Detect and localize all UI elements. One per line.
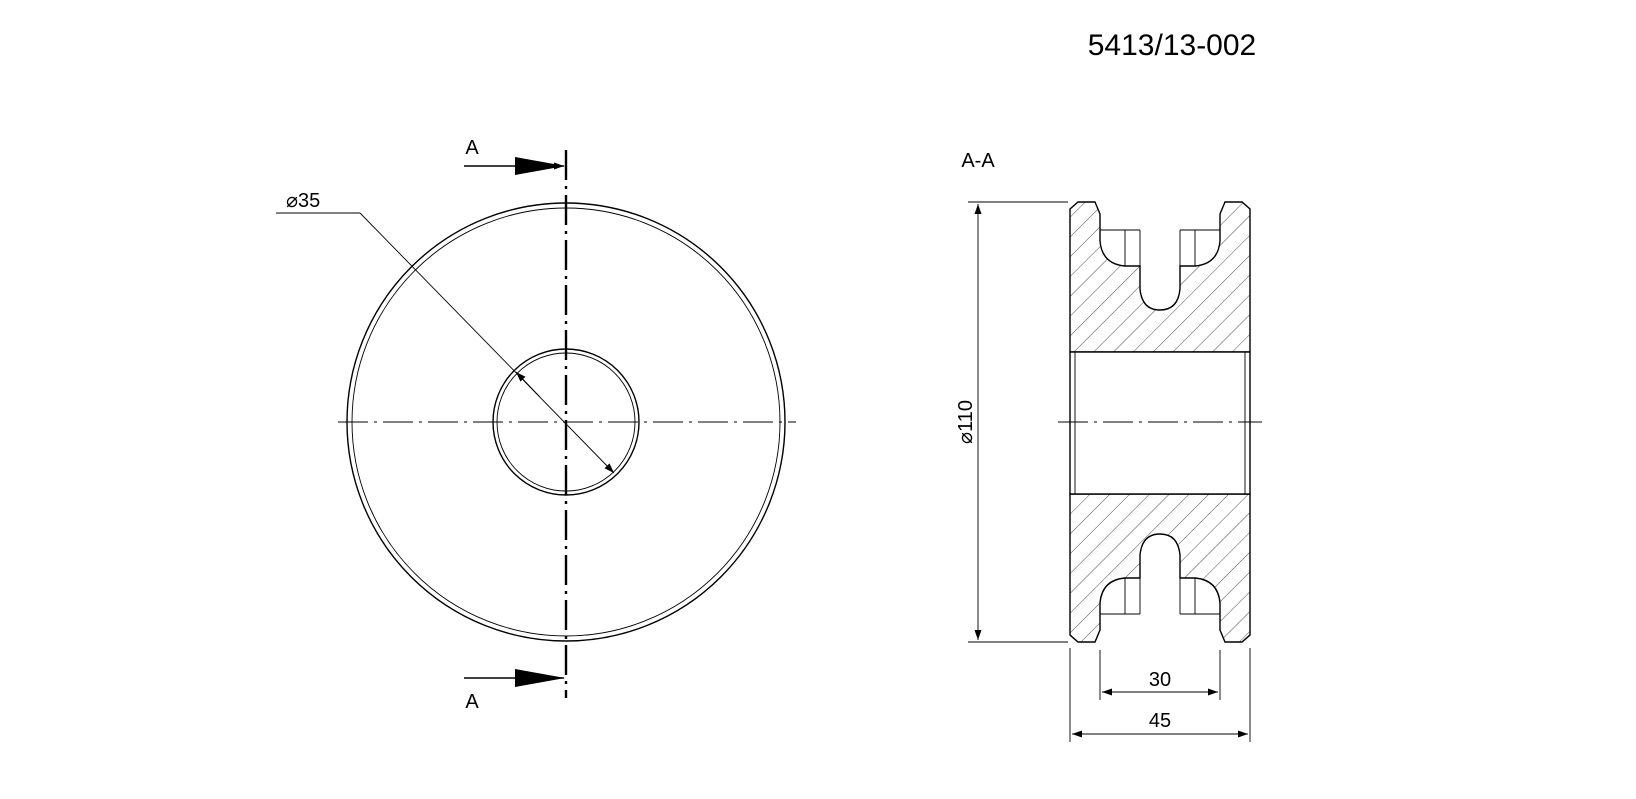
section-arrowhead-bottom	[515, 669, 565, 687]
section-bottom-half	[1069, 493, 1251, 643]
section-top-half	[1069, 201, 1251, 353]
bore-dimension-line	[359, 212, 615, 474]
section-label-top: A	[465, 137, 479, 159]
bore-dimension-text: ⌀35	[286, 190, 320, 212]
section-label-bottom: A	[465, 691, 479, 713]
section-arrowhead-top	[515, 157, 565, 175]
bore-opening	[1069, 351, 1251, 495]
front-view: A A ⌀35	[276, 137, 796, 713]
outer-diameter-dimension-text: ⌀110	[955, 400, 977, 444]
overall-width-dimension-text: 45	[1149, 710, 1171, 732]
bore-dimension-arrow-start	[515, 371, 541, 398]
drawing-number: 5413/13-002	[1088, 29, 1257, 62]
section-view: A-A ⌀110 30 45	[955, 150, 1262, 742]
groove-width-dimension-text: 30	[1149, 669, 1171, 691]
section-view-label: A-A	[961, 150, 995, 172]
